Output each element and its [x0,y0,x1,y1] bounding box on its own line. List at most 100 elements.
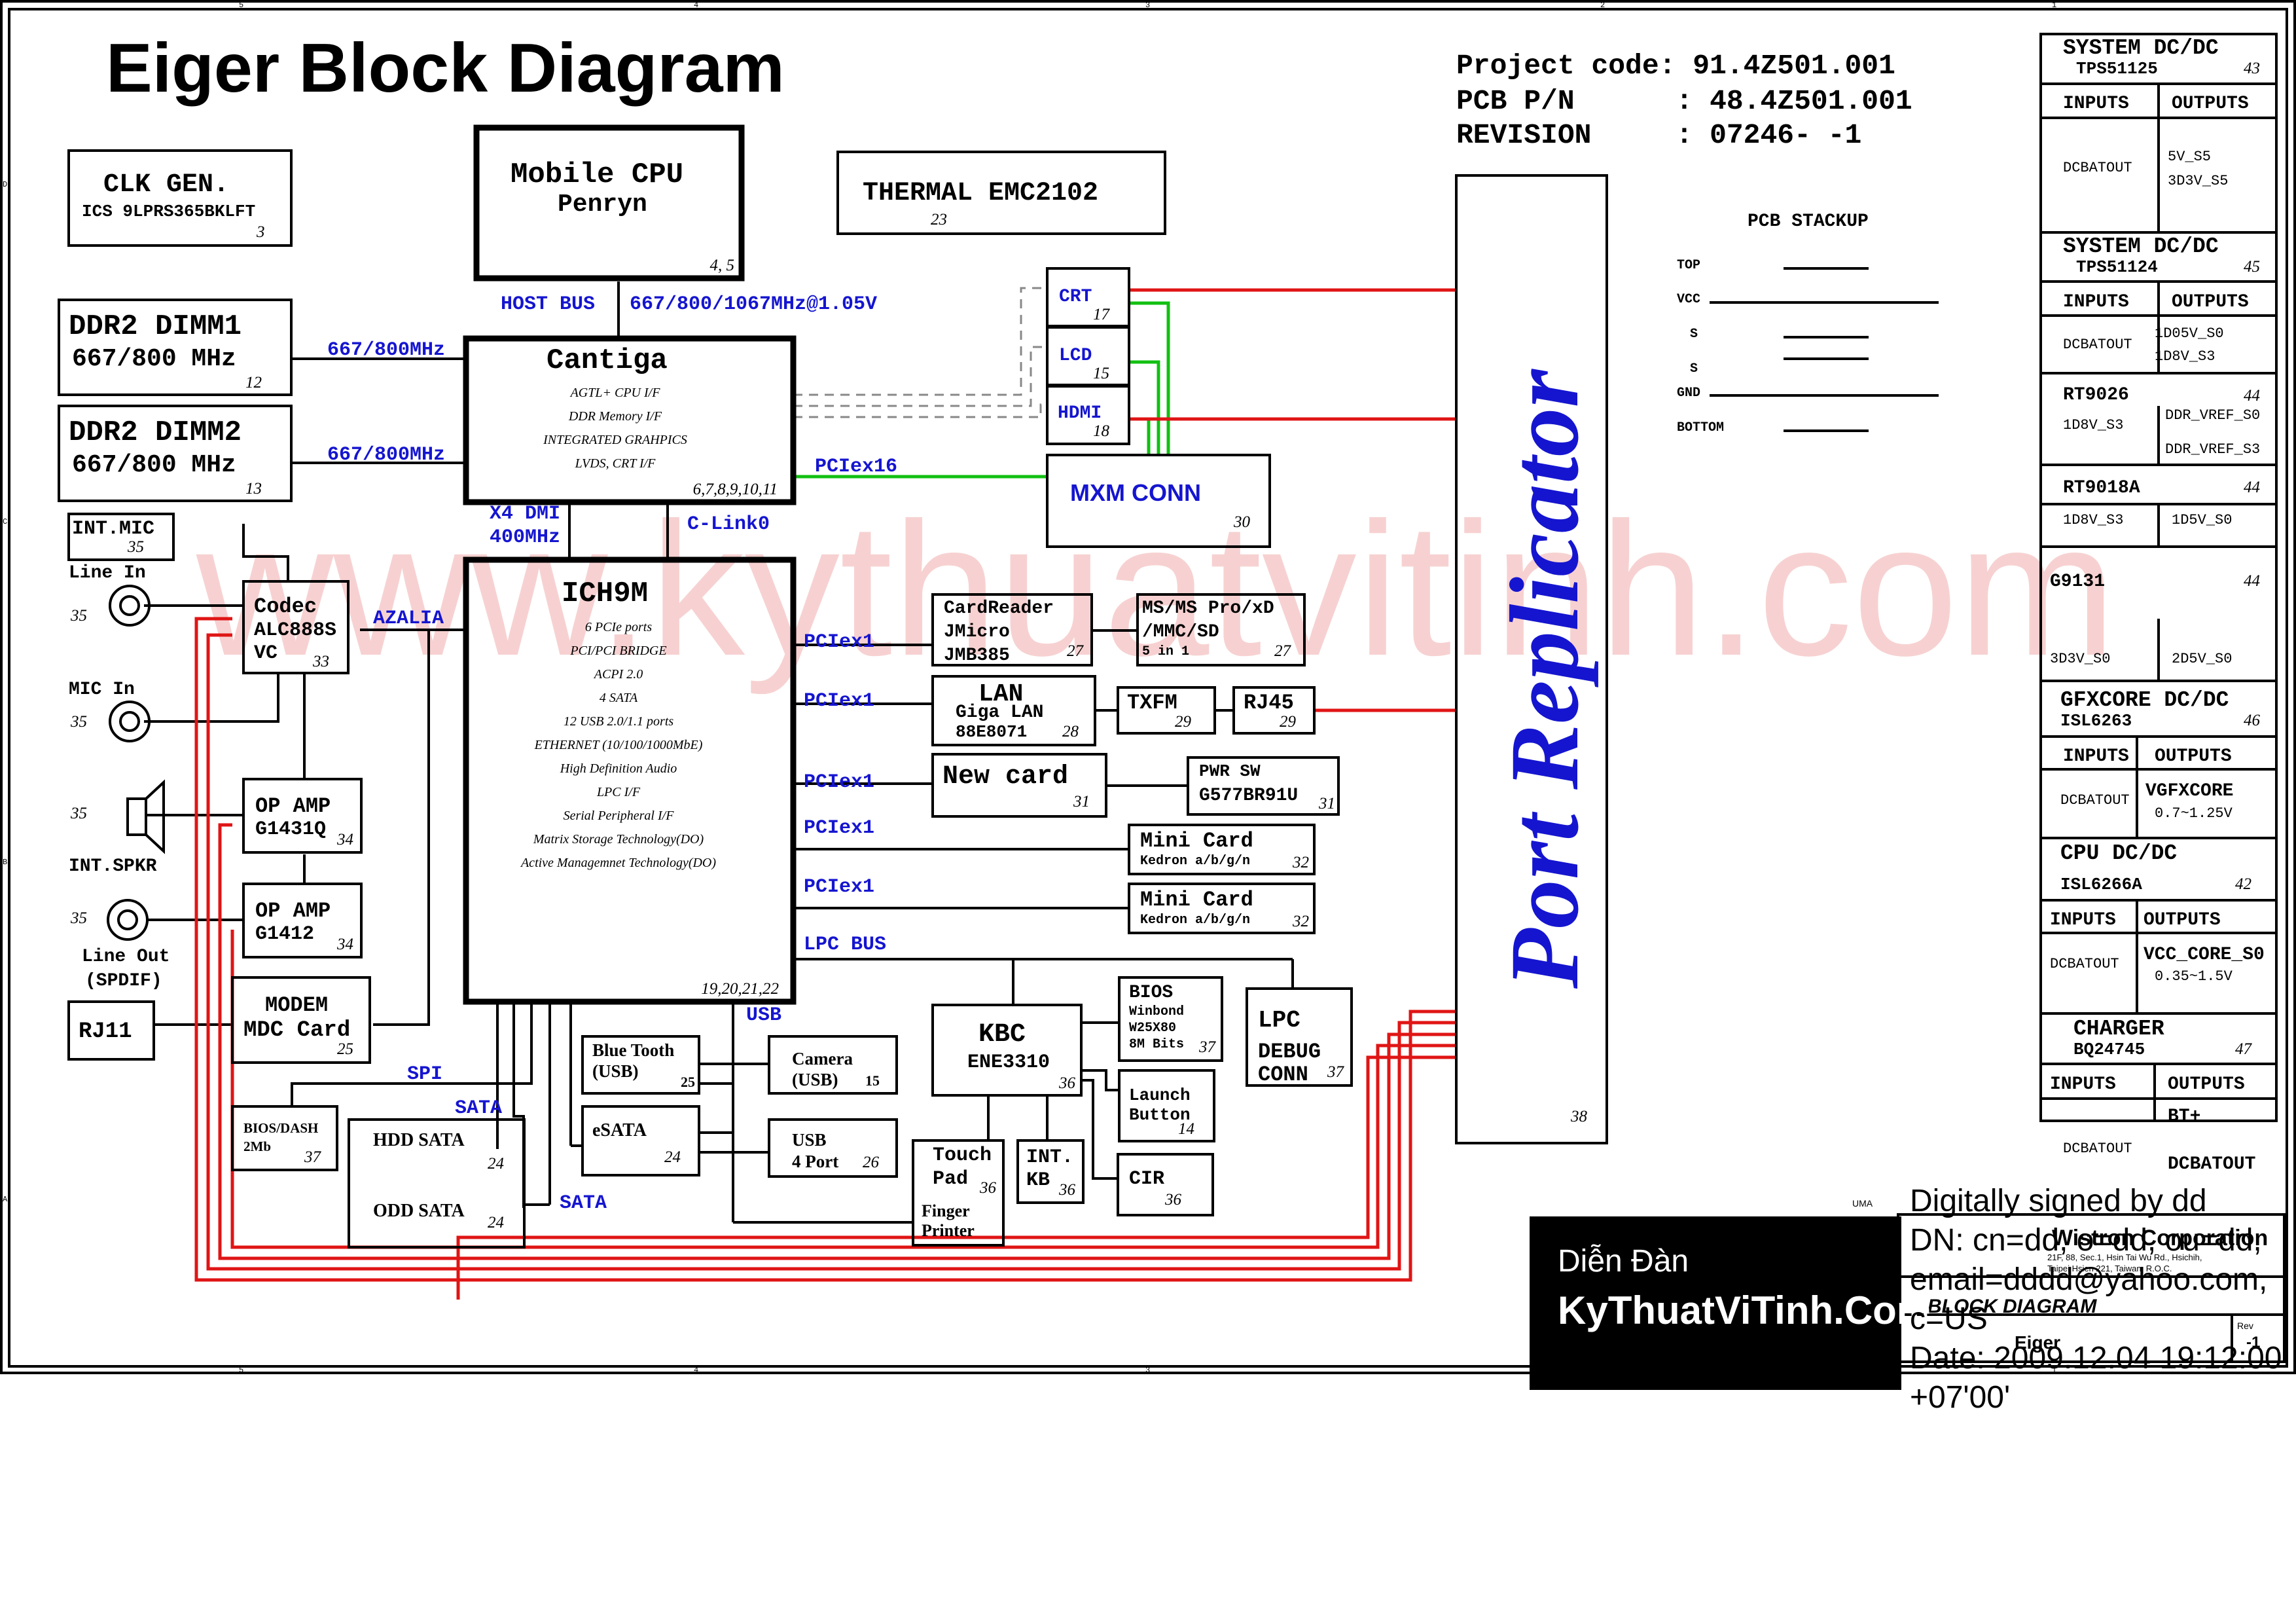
usb4-page: 26 [863,1154,880,1171]
minicard1-name: Mini Card [1140,829,1253,853]
bios-block: BIOS Winbond W25X80 8M Bits 37 [1118,976,1223,1062]
ich9m-block: ICH9M 6 PCIe ports PCI/PCI BRIDGE ACPI 2… [463,556,797,1005]
border-mark: 5 [239,1366,243,1375]
ich9m-feature: ACPI 2.0 [593,667,643,682]
int-mic-block: INT.MIC 35 [67,513,175,561]
pwrsw-block: PWR SW G577BR91U 31 [1187,756,1340,816]
usb4-part: 4 Port [792,1152,838,1171]
connections [144,282,1456,1300]
power-output: 2D5V_S0 [2172,651,2232,667]
lcd-name: LCD [1059,346,1092,366]
project-code: Project code: 91.4Z501.001 [1456,50,1895,82]
power-input: DCBATOUT [2050,956,2119,972]
power-output: DCBATOUT [2168,1154,2255,1175]
cardreader-name: CardReader [944,598,1054,619]
line-out-page: 35 [70,909,87,927]
opamp1-name: OP AMP [255,794,331,818]
power-rt9026: RT9026 44 1D8V_S3 DDR_VREF_S0 DDR_VREF_S… [2041,385,2276,466]
power-input: DCBATOUT [2060,792,2130,809]
power-page: 47 [2235,1040,2253,1058]
audio-jack-icon-inner [119,711,140,732]
kbc-page: 36 [1058,1074,1076,1092]
opamp2-block: OP AMP G1412 34 [242,883,363,958]
audio-jack-icon [109,701,151,742]
minicard1-block: Mini Card Kedron a/b/g/n 32 [1128,824,1316,875]
power-cpudc: CPU DC/DC ISL6266A 42 INPUTS OUTPUTS DCB… [2041,841,2276,1015]
power-output: 0.7~1.25V [2155,805,2233,822]
cpu-page: 4, 5 [710,257,735,274]
codec-page: 33 [312,653,329,670]
bios-dash-block: BIOS/DASH 2Mb 37 [231,1105,338,1171]
power-output: DDR_VREF_S0 [2165,407,2260,424]
power-column: SYSTEM DC/DC TPS51125 43 INPUTS OUTPUTS … [2039,33,2278,1122]
power-inputs-header: INPUTS [2050,1074,2116,1095]
border-mark: 3 [1145,1,1150,10]
ms-card-page: 27 [1274,642,1292,660]
lcd-block: LCD 15 [1046,326,1130,386]
modem-part: MDC Card [243,1018,350,1043]
power-title: CPU DC/DC [2060,841,2177,866]
codec-sub: VC [254,642,278,665]
bus-label: 400MHz [490,526,560,549]
bluetooth-page: 25 [681,1074,695,1090]
minicard1-page: 32 [1292,854,1309,871]
dimm1-speed: 667/800 MHz [72,345,236,373]
newcard-name: New card [942,762,1068,792]
opamp1-block: OP AMP G1431Q 34 [242,778,363,854]
power-output: BT+ [2168,1106,2200,1127]
bus-label: USB [746,1004,781,1027]
power-title: RT9026 [2063,385,2129,405]
opamp2-part: G1412 [255,923,314,945]
company-address: Taipei Hsien 221, Taiwan, R.O.C. [2047,1264,2172,1273]
rev-value: -1 [2246,1334,2260,1351]
power-title: SYSTEM DC/DC [2063,36,2219,60]
signature-line: Digitally signed by dd [1910,1184,2207,1218]
bios-dash-part: 2Mb [243,1139,271,1154]
bus-label: PCIex1 [804,690,874,712]
port-replicator-block: Port Replicator 38 [1455,174,1608,1144]
opamp1-part: G1431Q [255,818,326,841]
launch-button-block: Launch Button 14 [1118,1069,1215,1142]
border-mark: 4 [694,1,698,10]
bus-label: PCIex1 [804,771,874,793]
modem-page: 25 [337,1040,353,1058]
power-inputs-header: INPUTS [2063,746,2129,767]
power-output: VCC_CORE_S0 [2144,945,2265,965]
power-title: GFXCORE DC/DC [2060,688,2229,712]
txfm-name: TXFM [1127,691,1177,715]
ms-card-part: /MMC/SD [1142,622,1219,642]
int-spkr: 35 INT.SPKR [69,779,165,877]
pwrsw-page: 31 [1318,795,1335,812]
ms-card-block: MS/MS Pro/xD /MMC/SD 5 in 1 27 [1136,593,1306,666]
power-part: TPS51124 [2076,257,2158,277]
bus-label: SPI [407,1063,442,1085]
digital-signature: Digitally signed by dd DN: cn=dd, o=dd, … [1910,1184,2282,1415]
cantiga-name: Cantiga [547,344,668,377]
cardreader-page: 27 [1067,642,1085,660]
int-kb-page: 36 [1058,1181,1076,1199]
opamp2-page: 34 [336,936,353,953]
audio-jack-icon-inner [117,909,138,930]
ich9m-features: 6 PCIe ports PCI/PCI BRIDGE ACPI 2.0 4 S… [520,620,716,870]
clk-gen-page: 3 [256,223,265,241]
newcard-block: New card 31 [931,753,1107,818]
border-mark: 2 [1600,1,1605,10]
camera-part: (USB) [792,1070,838,1089]
line-out-label: Line Out [82,947,170,967]
project-name: Eiger [2015,1332,2060,1353]
ich9m-feature: 6 PCIe ports [585,620,652,634]
line-in-jack: Line In 35 [69,563,151,627]
pcb-layer-label: VCC [1677,292,1700,307]
cantiga-feature: INTEGRATED GRAHPICS [543,433,687,447]
hdd-page: 24 [488,1155,504,1173]
port-replicator-page: 38 [1570,1108,1588,1125]
power-g9131: G9131 44 3D3V_S0 2D5V_S0 [2041,572,2276,682]
bios-page: 37 [1198,1038,1217,1056]
bus-label: PCIex1 [804,876,874,898]
bios-part2: W25X80 [1129,1021,1176,1036]
power-input: DCBATOUT [2063,160,2132,176]
rev-label: Rev [2237,1321,2253,1331]
power-title: SYSTEM DC/DC [2063,234,2219,259]
pwrsw-part: G577BR91U [1199,786,1298,806]
